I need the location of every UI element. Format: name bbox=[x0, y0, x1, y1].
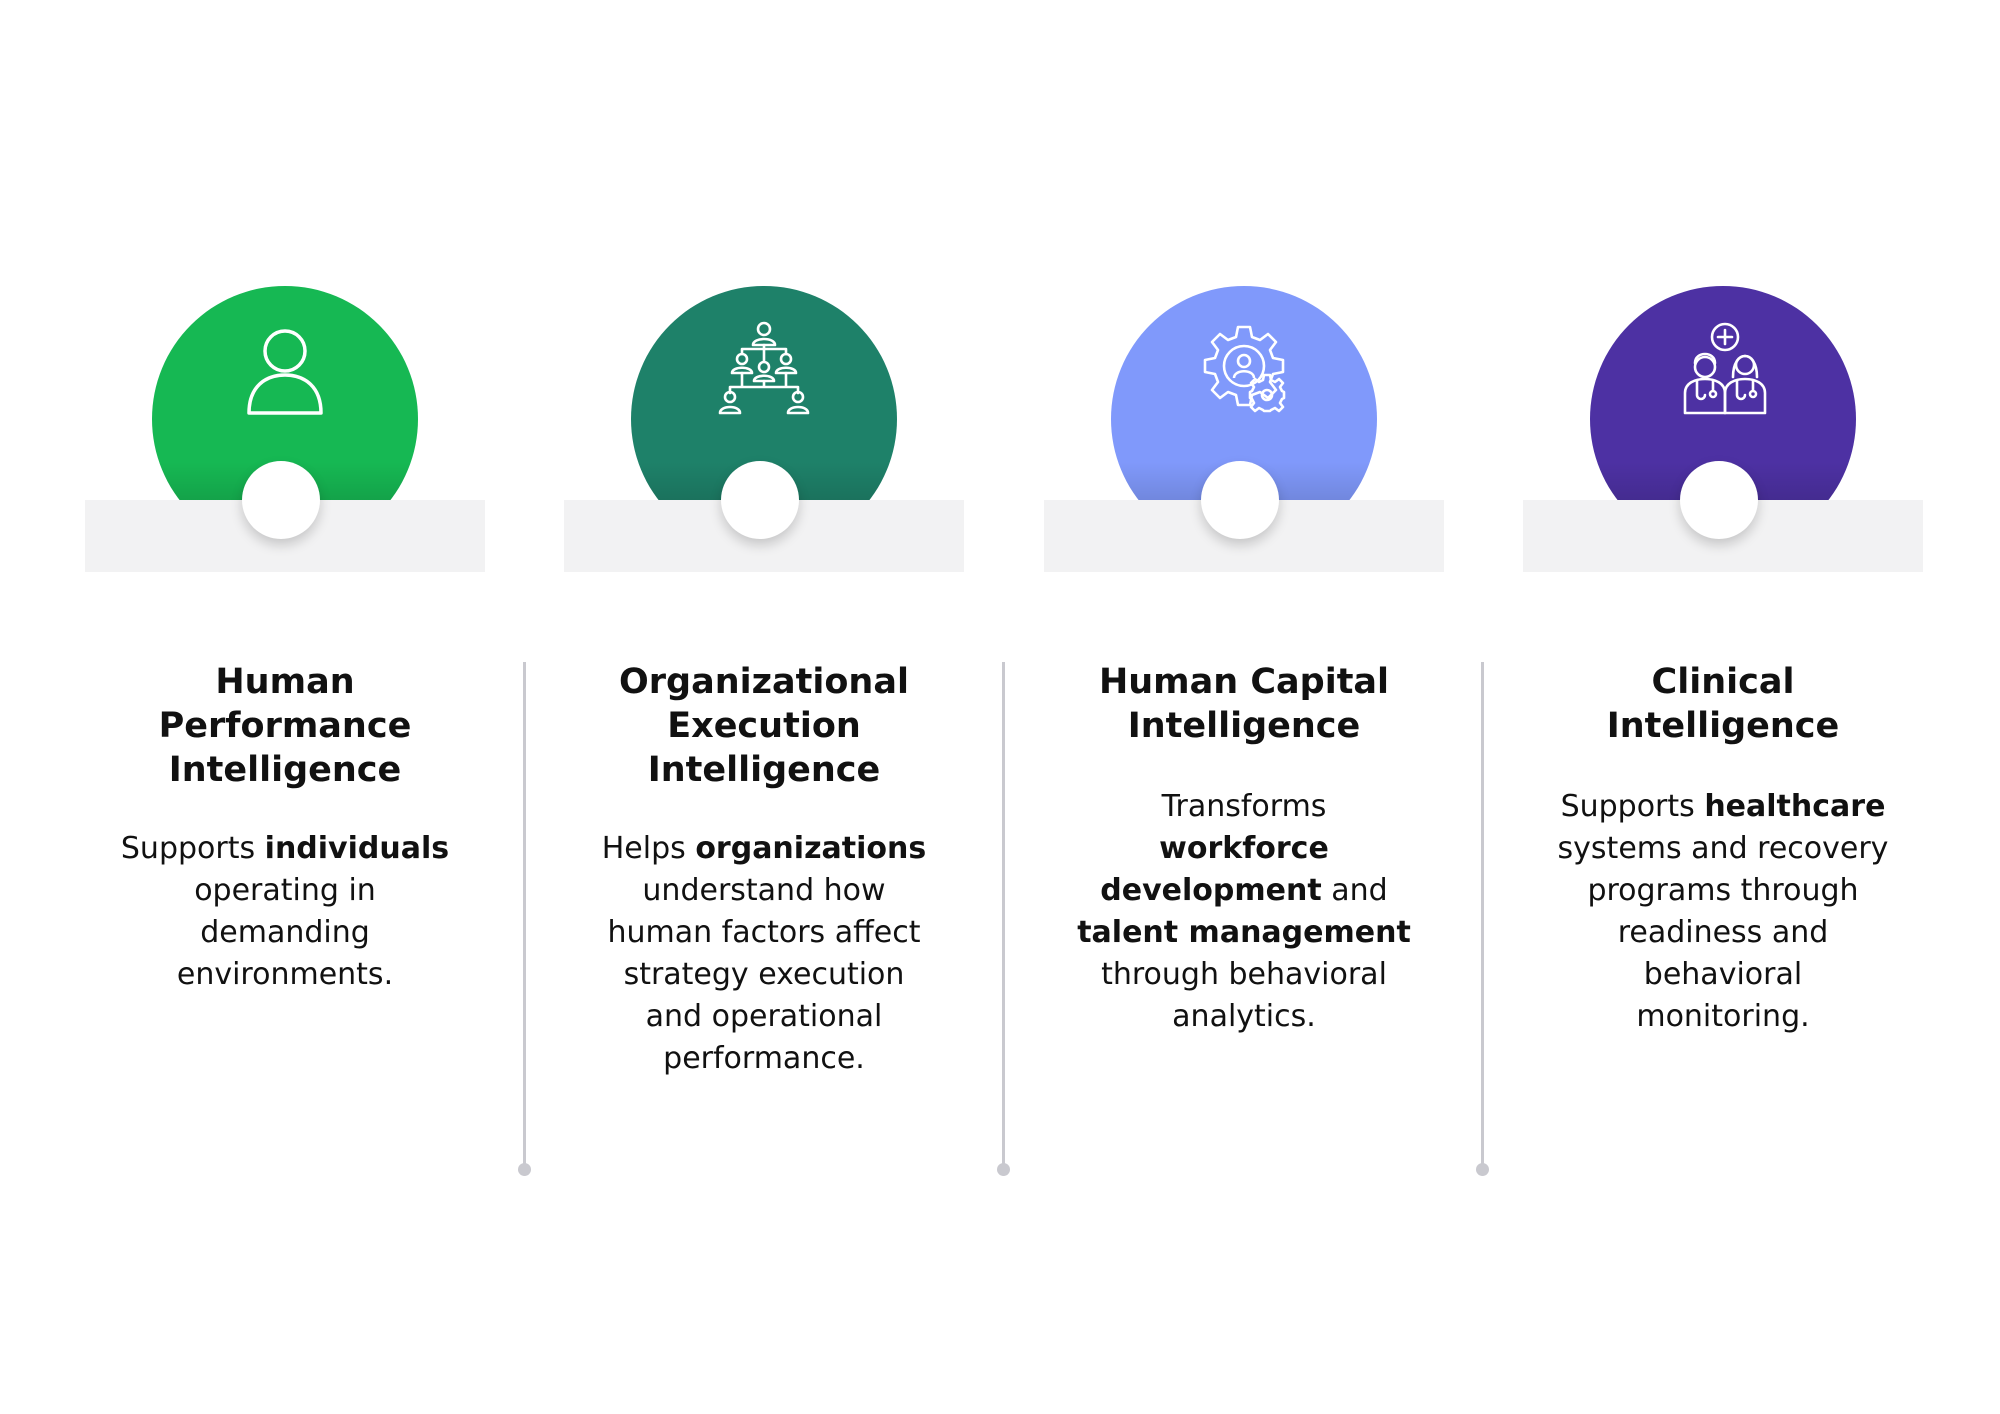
column-divider bbox=[518, 662, 531, 1176]
card-knob bbox=[242, 461, 320, 539]
card-human-performance: Human Performance Intelligence Supports … bbox=[85, 0, 485, 1414]
card-description: Supports individuals operating in demand… bbox=[120, 831, 450, 992]
gear-person-icon bbox=[1196, 321, 1292, 417]
column-divider bbox=[1476, 662, 1489, 1176]
card-organizational-execution: Organizational Execution Intelligence He… bbox=[564, 0, 964, 1414]
column-divider bbox=[997, 662, 1010, 1176]
medical-staff-icon bbox=[1675, 321, 1771, 417]
card-knob bbox=[721, 461, 799, 539]
card-title: Human Capital Intelligence bbox=[1098, 662, 1390, 746]
card-knob bbox=[1201, 461, 1279, 539]
person-icon bbox=[237, 321, 333, 417]
card-description: Supports healthcare systems and recovery… bbox=[1557, 789, 1889, 1034]
card-description: Helps organizations understand how human… bbox=[601, 831, 927, 1076]
organization-chart-icon bbox=[716, 321, 812, 417]
card-knob bbox=[1680, 461, 1758, 539]
card-human-capital: Human Capital Intelligence Transforms wo… bbox=[1044, 0, 1444, 1414]
card-title: Organizational Execution Intelligence bbox=[619, 662, 909, 790]
card-clinical: Clinical Intelligence Supports healthcar… bbox=[1523, 0, 1923, 1414]
card-description: Transforms workforce development and tal… bbox=[1077, 789, 1411, 1034]
card-title: Clinical Intelligence bbox=[1606, 662, 1840, 746]
card-title: Human Performance Intelligence bbox=[158, 662, 412, 790]
